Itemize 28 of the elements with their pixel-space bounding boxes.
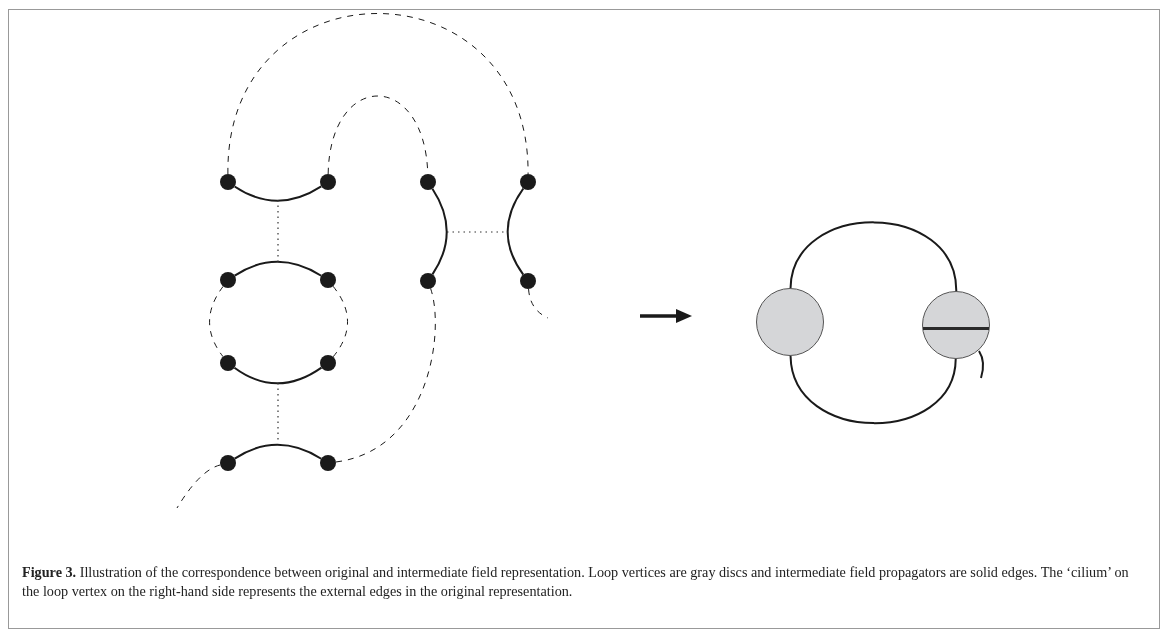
vertex-dot [520,174,536,190]
vertex-dot [520,273,536,289]
solid-edge [789,221,958,292]
vertex-dot [220,355,236,371]
dashed-edge [327,95,429,175]
vertex-dot [220,174,236,190]
dashed-edge [176,464,221,509]
dashed-edge [227,13,529,175]
vertex-dot [220,272,236,288]
solid-edge [233,185,323,202]
solid-edge [431,187,448,276]
solid-edge [789,355,957,425]
solid-edge [233,260,323,277]
vertex-dot [220,455,236,471]
vertex-dot [320,174,336,190]
vertex-dot [420,174,436,190]
vertex-dot [320,455,336,471]
dashed-edge [528,288,549,319]
solid-edge [506,187,525,276]
vertex-dot [420,273,436,289]
solid-edge [233,443,323,460]
dashed-edge [332,285,349,358]
vertex-dot [320,355,336,371]
figure-caption: Figure 3. Illustration of the correspondence between original and intermediate field representation. Loop vertices are gray discs and intermediate field propagators are solid edges. The ‘cilium’ on the loop vertex on the right-hand side represents the external edges in the original representation. [22,563,1130,601]
dashed-edge [335,288,436,463]
dashed-edge [209,285,224,358]
vertex-dot [320,272,336,288]
solid-edge [233,366,323,385]
